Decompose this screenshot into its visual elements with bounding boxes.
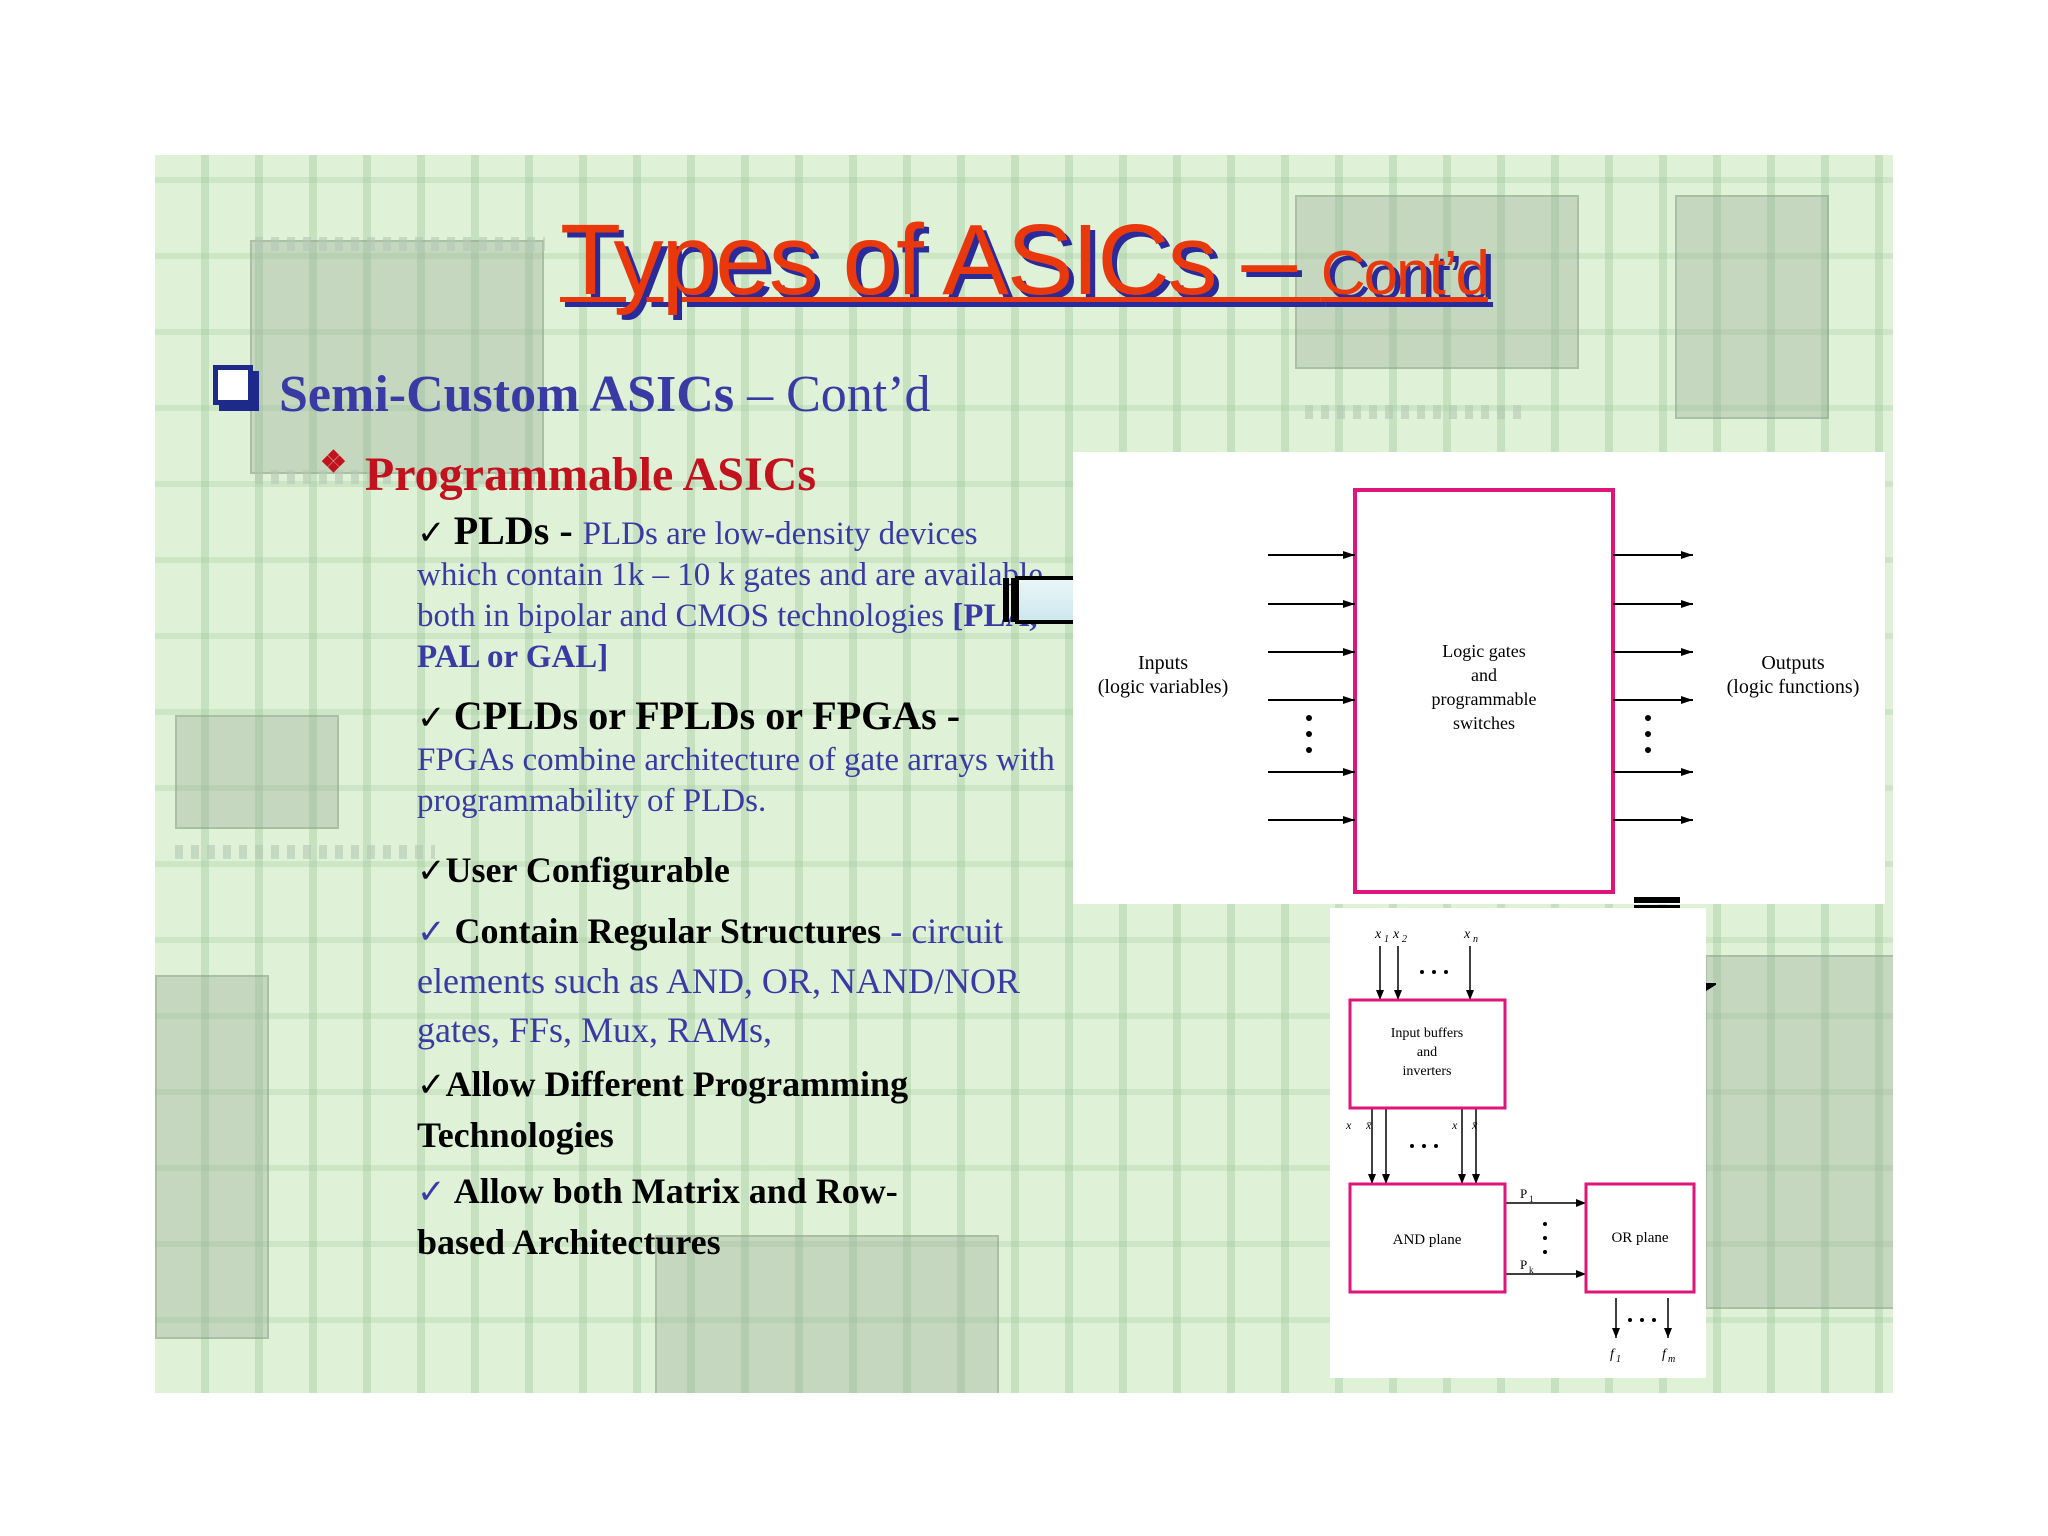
center-label-1: Logic gates [1442, 641, 1525, 661]
item-regular-structures: ✓ Contain Regular Structures - circuit e… [417, 911, 1020, 1050]
var-x: x [1392, 927, 1400, 942]
product-label: P [1520, 1257, 1527, 1272]
item-user-configurable: ✓User Configurable [417, 850, 730, 890]
product-sub: k [1529, 1265, 1534, 1275]
inputs-label: Inputs [1138, 652, 1188, 674]
and-plane-label: AND plane [1393, 1232, 1462, 1248]
inputs-sublabel: (logic variables) [1098, 676, 1229, 698]
check-icon: ✓ [417, 515, 446, 552]
buffer-label: and [1417, 1045, 1437, 1060]
check-icon: ✓ [417, 700, 446, 737]
check-icon: ✓ [417, 914, 446, 951]
chip-decoration [655, 1235, 999, 1393]
var-sub: n [1473, 934, 1478, 945]
pin-row-decoration [255, 470, 545, 484]
product-sub: 1 [1529, 1194, 1534, 1204]
function-label: f [1610, 1347, 1616, 1362]
and-plane-box [1348, 1182, 1507, 1294]
var-sub: 2 [1402, 934, 1407, 945]
center-label-3: programmable [1432, 689, 1537, 709]
var-xbar: x̄ [1471, 1118, 1478, 1132]
item-programming-technologies: ✓Allow Different Programming Technologie… [417, 1064, 909, 1155]
function-sub: m [1668, 1354, 1675, 1365]
pld-general-diagram: Inputs (logic variables) Logic gates and… [1073, 452, 1885, 904]
item-cplds: ✓ CPLDs or FPLDs or FPGAs - FPGAs combin… [417, 693, 1055, 819]
or-plane-box [1584, 1182, 1696, 1294]
or-plane-label: OR plane [1611, 1230, 1668, 1246]
var-x: x [1451, 1118, 1458, 1132]
slide-title: Types of ASICs – Cont’d [559, 204, 1490, 316]
pla-structure-diagram: x 1 x 2 x n Input buffers and inverters … [1330, 908, 1706, 1378]
item-plds: ✓ PLDs - PLDs are low-density devices wh… [417, 508, 1043, 675]
function-sub: 1 [1616, 1354, 1621, 1365]
bullet-semi-custom: Semi-Custom ASICs – Cont’d [213, 365, 931, 424]
check-icon: ✓ [417, 853, 446, 890]
var-x: x [1345, 1118, 1352, 1132]
function-label: f [1662, 1347, 1668, 1362]
chip-decoration [1705, 955, 1893, 1309]
var-x: x [1463, 927, 1471, 942]
bullet-programmable: ❖Programmable ASICs [320, 446, 817, 501]
outputs-label: Outputs [1761, 652, 1825, 674]
center-label-2: and [1471, 665, 1497, 685]
buffer-label: inverters [1403, 1064, 1452, 1079]
pin-row-decoration [255, 237, 545, 251]
chip-decoration [250, 240, 544, 474]
buffer-label: Input buffers [1391, 1026, 1463, 1041]
var-x: x [1374, 927, 1382, 942]
chip-decoration [1675, 195, 1829, 419]
center-label-4: switches [1453, 713, 1515, 733]
diamond-bullet-icon: ❖ [320, 446, 347, 479]
chip-decoration [175, 715, 339, 829]
chip-decoration [155, 975, 269, 1339]
check-icon: ✓ [417, 1067, 446, 1104]
item-matrix-row: ✓ Allow both Matrix and Row-based Archit… [417, 1171, 898, 1262]
check-icon: ✓ [417, 1174, 446, 1211]
product-label: P [1520, 1186, 1527, 1201]
outputs-sublabel: (logic functions) [1727, 676, 1860, 698]
logic-box [1353, 488, 1615, 894]
input-buffers-box [1348, 998, 1507, 1110]
chip-decoration [1295, 195, 1579, 369]
var-xbar: x̄ [1365, 1118, 1372, 1132]
pin-row-decoration [175, 845, 435, 859]
square-bullet-icon [213, 365, 253, 405]
pin-row-decoration [1305, 405, 1525, 419]
var-sub: 1 [1384, 934, 1389, 945]
